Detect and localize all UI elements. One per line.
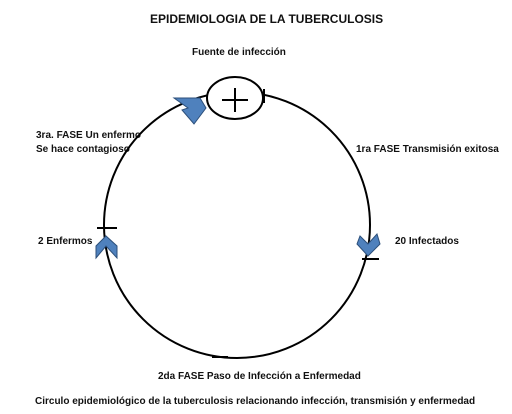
diagram-title: EPIDEMIOLOGIA DE LA TUBERCULOSIS xyxy=(150,12,384,26)
phase3-label-line1: 3ra. FASE Un enfermo xyxy=(36,130,142,141)
diagram-caption: Circulo epidemiológico de la tuberculosi… xyxy=(35,396,476,407)
arrow-to-source-icon xyxy=(172,97,207,125)
chevron-arrow-icon xyxy=(95,97,381,260)
sick-label: 2 Enfermos xyxy=(38,236,93,247)
infection-source-label: Fuente de infección xyxy=(192,47,286,58)
phase3-label-line2: Se hace contagioso xyxy=(36,144,130,155)
cross-icon xyxy=(222,88,248,112)
phase1-label: 1ra FASE Transmisión exitosa xyxy=(356,144,499,155)
arrow-to-infected-icon xyxy=(356,233,381,257)
cycle-circle xyxy=(103,91,371,359)
phase2-label: 2da FASE Paso de Infección a Enfermedad xyxy=(158,371,361,382)
infected-label: 20 Infectados xyxy=(395,236,459,247)
arrow-to-sick-icon xyxy=(95,235,118,260)
